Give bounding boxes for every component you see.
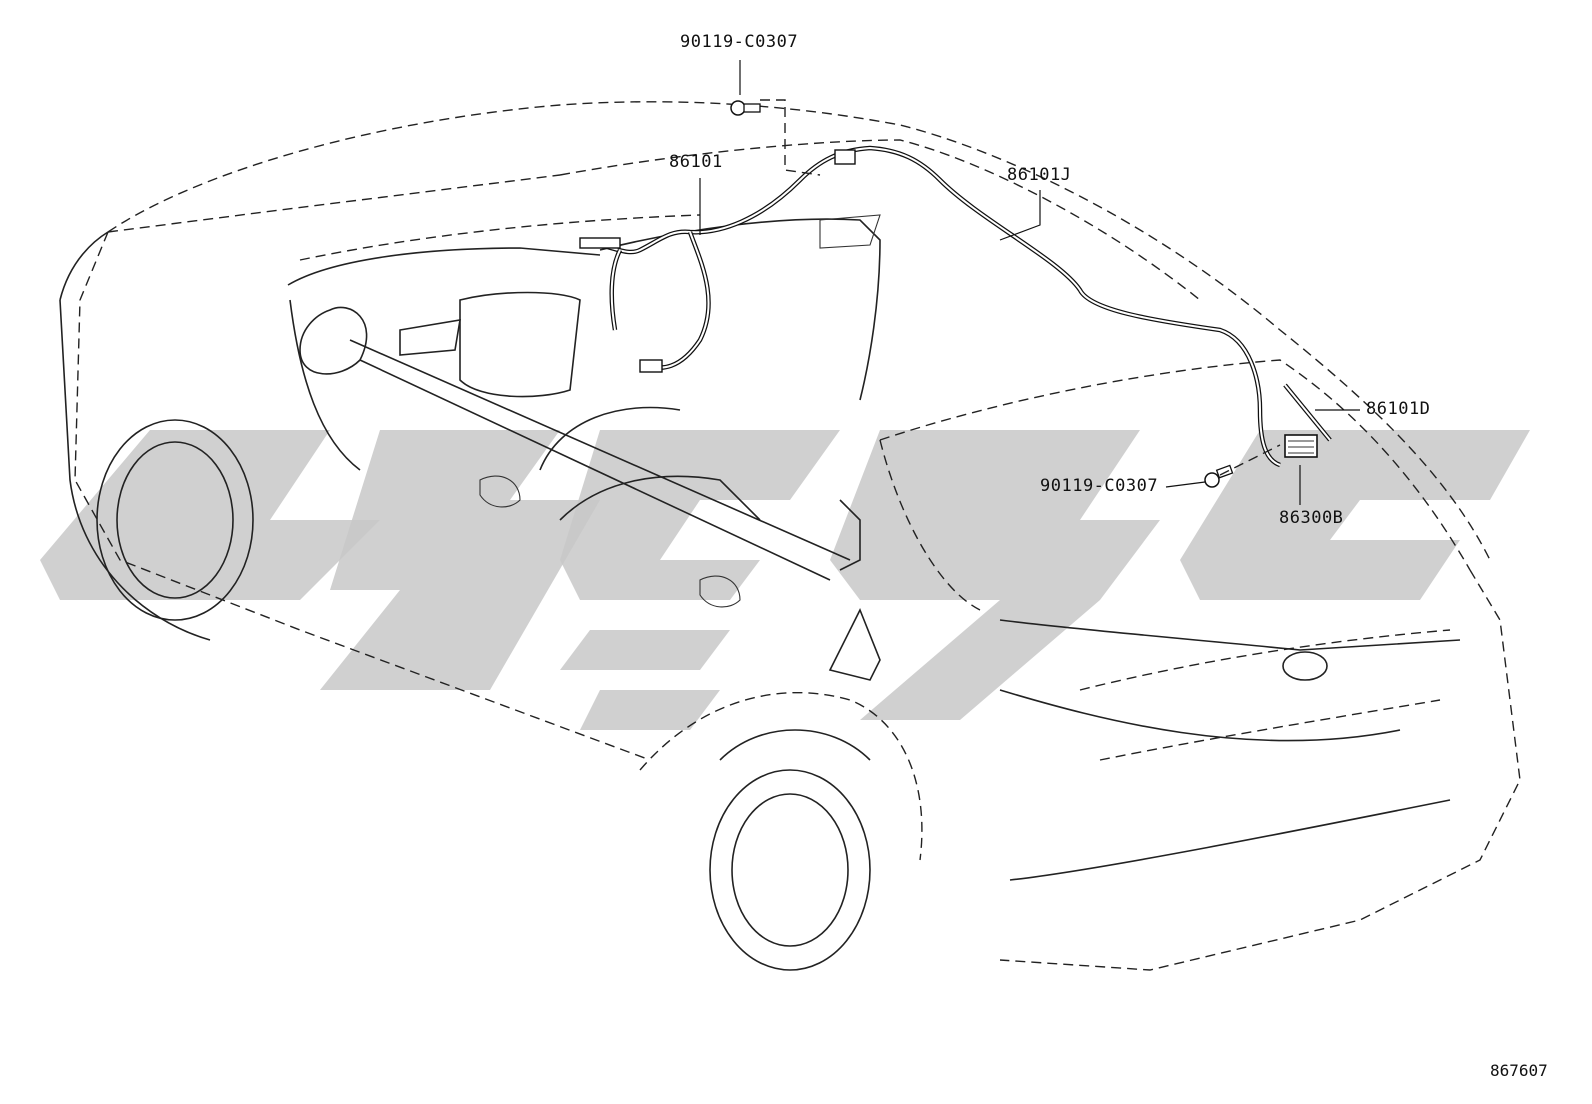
label-cable-rear: 86101D	[1366, 399, 1431, 419]
label-bolt-rear: 90119-C0307	[1040, 476, 1159, 496]
label-cable-main: 86101	[669, 152, 723, 172]
label-cable-roof: 86101J	[1007, 165, 1072, 185]
car-interior-lines	[59, 214, 1461, 971]
bolt-top-icon	[730, 100, 761, 116]
watermark-logo	[40, 430, 1530, 730]
label-antenna: 86300B	[1279, 508, 1344, 528]
antenna-amplifier-icon	[1284, 434, 1318, 458]
leader-lines	[699, 60, 1360, 505]
car-body-outline	[74, 101, 1521, 971]
label-bolt-top: 90119-C0307	[680, 32, 799, 52]
figure-id: 867607	[1490, 1061, 1548, 1080]
antenna-cables	[579, 145, 1332, 468]
